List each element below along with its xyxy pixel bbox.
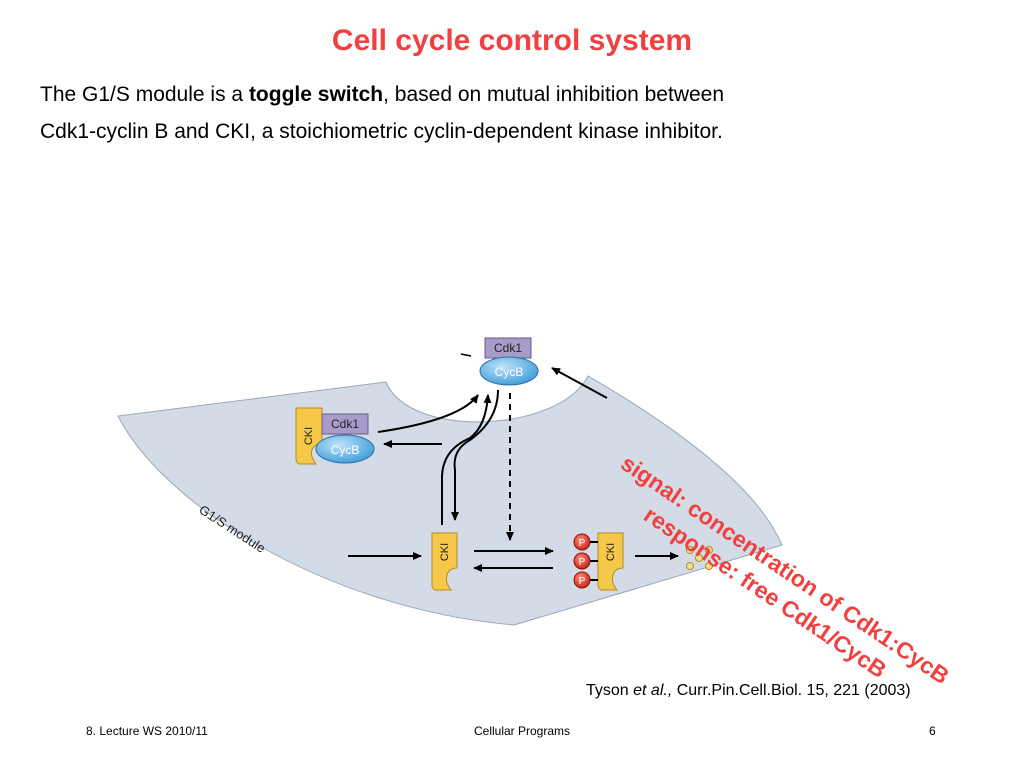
slide-title: Cell cycle control system: [331, 24, 693, 57]
citation: Tyson et al., Curr.Pin.Cell.Biol. 15, 22…: [586, 682, 911, 700]
cki-complex: CKI Cdk1 CycB: [295, 407, 375, 465]
body-line-1: The G1/S module is a toggle switch, base…: [40, 76, 980, 113]
cki-shape-phospho: [597, 532, 624, 591]
cdk1-label-top: Cdk1: [494, 341, 522, 355]
footer-page-number: 6: [929, 724, 936, 738]
cdk1-label-complex: Cdk1: [331, 417, 359, 431]
cycb-ellipse-complex: [315, 434, 375, 464]
free-cki: CKI: [431, 532, 458, 591]
complex-formation-arrow-1: [377, 394, 479, 433]
footer-lecture: 8. Lecture WS 2010/11: [86, 724, 208, 738]
cki-label-phospho: CKI: [605, 543, 617, 561]
cki-shape-free: [431, 532, 458, 591]
citation-author: Tyson: [586, 682, 634, 699]
cycb-ellipse-top: [479, 356, 539, 386]
cdk1-box-complex: [321, 413, 369, 435]
reaction-arrows: [348, 367, 679, 572]
phospho-cki: CKI P P P: [573, 532, 624, 591]
cycb-label-complex: CycB: [331, 443, 360, 457]
phosphate-label-2: P: [579, 557, 586, 568]
body-line-2: Cdk1-cyclin B and CKI, a stoichiometric …: [40, 120, 723, 143]
cki-label-complex: CKI: [303, 427, 315, 445]
cycb-label-top: CycB: [495, 365, 524, 379]
phosphate-2: [573, 552, 591, 570]
top-complex: Cdk1 CycB: [479, 337, 539, 386]
phosphate-label-3: P: [579, 576, 586, 587]
association-arrow: [451, 389, 499, 521]
body-line-1-post: , based on mutual inhibition between: [383, 83, 725, 106]
citation-etal: et al.,: [633, 682, 673, 699]
phosphate-1: [573, 533, 591, 551]
body-line-1-pre: The G1/S module is a: [40, 83, 249, 106]
citation-ref: Curr.Pin.Cell.Biol. 15, 221 (2003): [672, 682, 911, 699]
dash-mark: [460, 353, 472, 357]
phosphate-3: [573, 571, 591, 589]
phosphate-label-1: P: [579, 538, 586, 549]
footer-course: Cellular Programs: [473, 724, 571, 738]
dissociation-arrow: [441, 394, 492, 525]
degraded-fragments: [686, 546, 713, 570]
toggle-switch-term: toggle switch: [248, 83, 384, 106]
cki-label-free: CKI: [439, 543, 451, 561]
signal-arrow: [551, 367, 608, 399]
slide-body: The G1/S module is a toggle switch, base…: [40, 76, 980, 150]
